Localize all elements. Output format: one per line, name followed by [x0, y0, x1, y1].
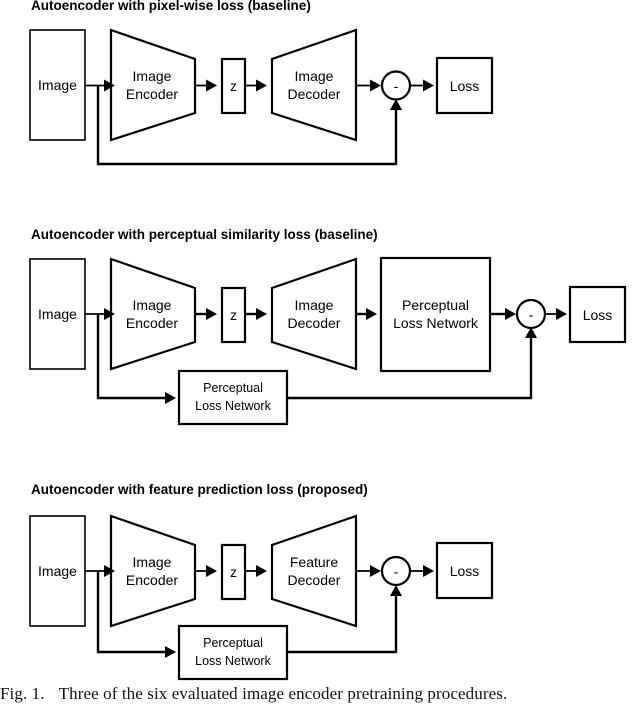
input-image-label-1: Image: [38, 77, 77, 93]
arrowhead-skip-to-minus-1: [390, 99, 402, 110]
arrowhead-z-to-decoder-1: [256, 79, 267, 92]
arrowhead-decoder-to-perceptual-2: [366, 308, 377, 320]
latent-z-label-2: z: [230, 307, 237, 323]
feature-decoder-shape-3: [270, 514, 358, 628]
minus-operator-label-1: -: [394, 78, 399, 94]
diagram-perceptual-similarity-loss: Autoencoder with perceptual similarity l…: [29, 227, 627, 426]
arrowhead-perceptual-to-minus-2: [505, 308, 516, 320]
loss-label-1: Loss: [450, 78, 480, 94]
arrowhead-decoder-to-minus-1: [370, 79, 381, 92]
perceptual-loss-network-label-line1-3: Perceptual: [203, 636, 263, 650]
arrowhead-z-to-decoder-3: [256, 565, 267, 577]
diagram-title-1: Autoencoder with pixel-wise loss (baseli…: [31, 0, 311, 13]
figure-caption-number: Fig. 1.: [0, 684, 45, 703]
input-image-box-2: [29, 258, 86, 370]
wire-perceptual-to-minus-3: [287, 596, 398, 654]
input-image-box-1: [29, 29, 86, 141]
image-decoder-label-line2-2: Decoder: [288, 315, 341, 331]
arrowhead-decoder-to-minus-3: [370, 565, 381, 577]
loss-box-2: [568, 285, 627, 344]
feature-decoder-label-line1-3: Feature: [290, 554, 338, 570]
loss-label-3: Loss: [450, 563, 480, 579]
latent-z-box-3: [220, 543, 247, 601]
wire-image-to-perceptual-bottom-2: [96, 314, 165, 400]
image-encoder-label-line1-3: Image: [133, 554, 172, 570]
image-encoder-label-line1-2: Image: [133, 297, 172, 313]
arrowhead-image-to-perceptual-bottom-2: [165, 392, 176, 404]
arrowhead-image-to-perceptual-3: [165, 646, 176, 658]
arrowhead-minus-to-loss-1: [423, 79, 434, 92]
arrowhead-perceptual-bottom-to-minus-2: [525, 327, 537, 338]
loss-box-3: [435, 541, 494, 600]
diagram-title-2: Autoencoder with perceptual similarity l…: [31, 227, 378, 242]
input-image-label-3: Image: [38, 563, 77, 579]
minus-operator-label-3: -: [394, 564, 399, 580]
perceptual-loss-network-label-line2-3: Loss Network: [195, 654, 271, 668]
feature-decoder-label-line2-3: Decoder: [288, 572, 341, 588]
image-encoder-label-line1-1: Image: [133, 68, 172, 84]
perceptual-loss-network-box-3: [177, 624, 289, 681]
wire-image-skip-to-minus-1: [96, 85, 398, 166]
image-encoder-shape-2: [109, 257, 197, 371]
image-decoder-label-line1-2: Image: [295, 297, 334, 313]
latent-z-label-1: z: [230, 78, 237, 94]
image-encoder-label-line2-2: Encoder: [126, 315, 178, 331]
input-image-box-3: [29, 515, 86, 627]
perceptual-loss-network-bottom-label-line2-2: Loss Network: [195, 399, 271, 413]
arrowhead-encoder-to-z-1: [206, 79, 217, 92]
diagram-title-3: Autoencoder with feature prediction loss…: [31, 482, 368, 497]
arrowhead-image-to-encoder-2: [104, 308, 115, 320]
arrowhead-minus-to-loss-3: [423, 565, 434, 577]
minus-operator-label-2: -: [529, 307, 534, 323]
arrowhead-perceptual-to-minus-3: [390, 585, 402, 596]
image-encoder-label-line2-3: Encoder: [126, 572, 178, 588]
latent-z-label-3: z: [230, 564, 237, 580]
perceptual-loss-network-bottom-box-2: [177, 369, 289, 426]
arrowhead-image-to-encoder-3: [104, 565, 115, 577]
input-image-label-2: Image: [38, 306, 77, 322]
image-encoder-shape-3: [109, 514, 197, 628]
arrowhead-image-to-encoder-1: [104, 79, 115, 92]
image-encoder-label-line2-1: Encoder: [126, 86, 178, 102]
loss-box-1: [435, 56, 494, 115]
image-decoder-shape-2: [270, 257, 358, 371]
wire-image-to-perceptual-3: [96, 571, 165, 654]
perceptual-loss-network-bottom-label-line1-2: Perceptual: [203, 381, 263, 395]
perceptual-loss-network-top-label-line1-2: Perceptual: [402, 297, 469, 313]
arrowhead-encoder-to-z-2: [206, 308, 217, 320]
image-decoder-label-line2-1: Decoder: [288, 86, 341, 102]
arrowhead-z-to-decoder-2: [256, 308, 267, 320]
loss-label-2: Loss: [583, 307, 613, 323]
arrowhead-minus-to-loss-2: [556, 308, 567, 320]
image-decoder-shape-1: [270, 28, 358, 142]
figure-caption-text: Three of the six evaluated image encoder…: [58, 684, 508, 703]
diagram-feature-prediction-loss: Autoencoder with feature prediction loss…: [29, 482, 494, 681]
image-encoder-shape-1: [109, 28, 197, 142]
figure-caption: Fig. 1. Three of the six evaluated image …: [0, 684, 640, 704]
diagram-pixel-wise-loss: Autoencoder with pixel-wise loss (baseli…: [29, 0, 494, 166]
perceptual-loss-network-top-label-line2-2: Loss Network: [393, 315, 479, 331]
wire-perceptual-bottom-to-minus-2: [287, 338, 533, 400]
image-decoder-label-line1-1: Image: [295, 68, 334, 84]
arrowhead-encoder-to-z-3: [206, 565, 217, 577]
